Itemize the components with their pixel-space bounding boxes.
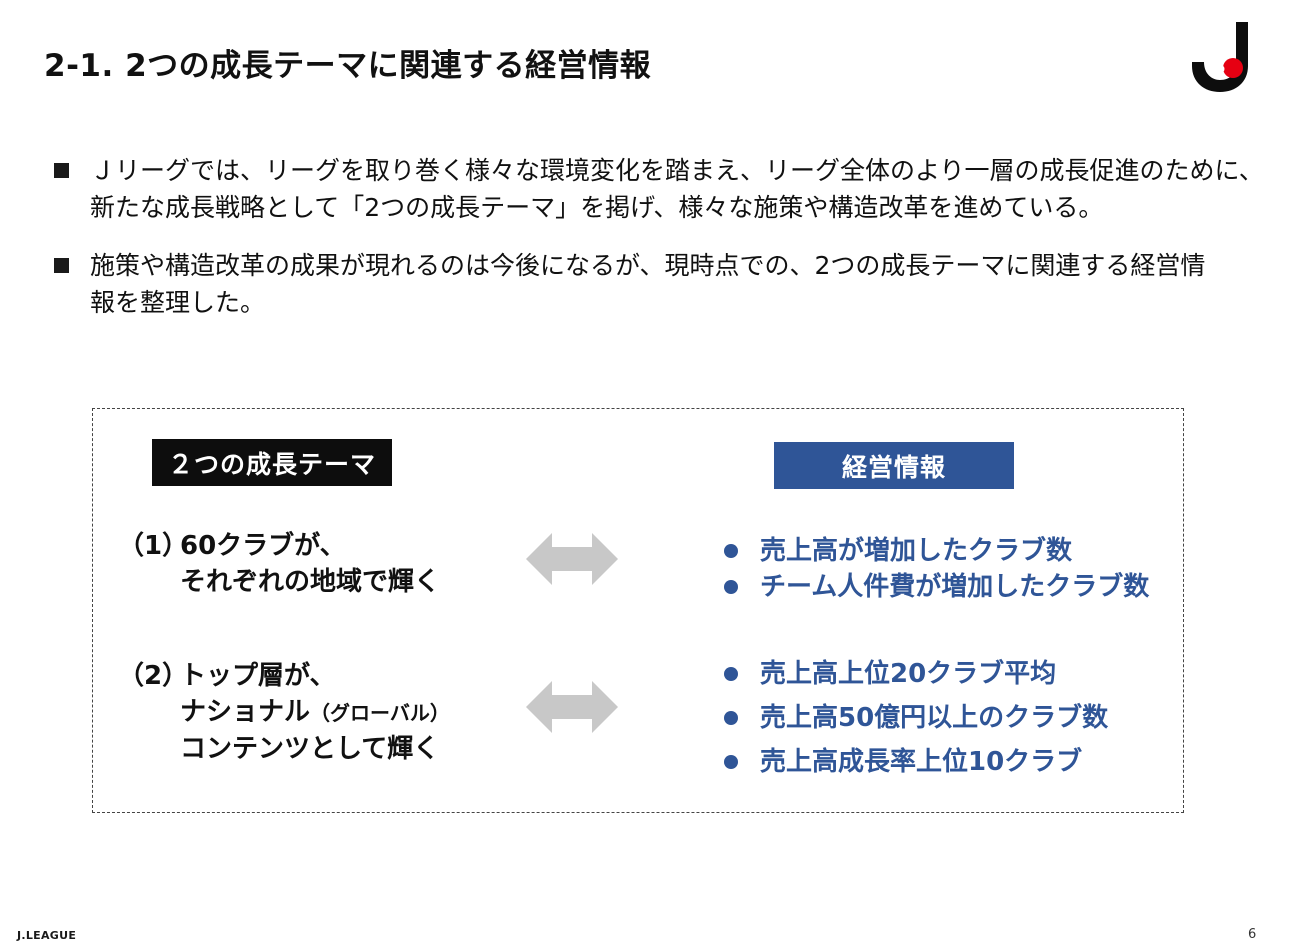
dot-bullet-icon — [724, 544, 738, 558]
intro-bullets: Ｊリーグでは、リーグを取り巻く様々な環境変化を踏まえ、リーグ全体のより一層の成長… — [54, 152, 1264, 342]
theme-text-small: （グローバル） — [310, 701, 450, 725]
footer-logo: J.LEAGUE — [17, 929, 77, 942]
info-text: 売上高上位20クラブ平均 — [760, 659, 1057, 689]
info-text: 売上高成長率上位10クラブ — [760, 747, 1083, 777]
theme-text: ナショナル — [180, 697, 311, 727]
double-arrow-icon — [526, 681, 618, 733]
theme-2: （2）トップ層が、 ナショナル（グローバル） コンテンツとして輝く — [118, 658, 450, 767]
slide-title: 2-1. 2つの成長テーマに関連する経営情報 — [44, 48, 652, 84]
theme-number: （2） — [118, 661, 189, 691]
info-item: 売上高成長率上位10クラブ — [722, 740, 1108, 784]
square-bullet-icon — [54, 163, 69, 178]
theme-text: コンテンツとして輝く — [180, 734, 440, 764]
dot-bullet-icon — [724, 580, 738, 594]
growth-themes-header: ２つの成長テーマ — [152, 439, 392, 486]
page-number: 6 — [1248, 927, 1257, 942]
jleague-emblem-icon — [1192, 22, 1248, 92]
info-text: 売上高50億円以上のクラブ数 — [760, 703, 1109, 733]
info-item: チーム人件費が増加したクラブ数 — [722, 569, 1149, 605]
management-info-header: 経営情報 — [774, 442, 1014, 489]
theme-number: （1） — [118, 531, 189, 561]
dot-bullet-icon — [724, 711, 738, 725]
square-bullet-icon — [54, 258, 69, 273]
diagram-frame — [92, 408, 1184, 813]
bullet-text: 報を整理した。 — [90, 288, 266, 317]
dot-bullet-icon — [724, 667, 738, 681]
theme-1: （1）60クラブが、 それぞれの地域で輝く — [118, 528, 440, 600]
theme-text: 60クラブが、 — [180, 531, 346, 561]
bullet-text: 施策や構造改革の成果が現れるのは今後になるが、現時点での、2つの成長テーマに関連… — [90, 251, 1206, 280]
bullet-item: Ｊリーグでは、リーグを取り巻く様々な環境変化を踏まえ、リーグ全体のより一層の成長… — [54, 152, 1264, 226]
bullet-text: 新たな成長戦略として「2つの成長テーマ」を掲げ、様々な施策や構造改革を進めている… — [90, 193, 1104, 222]
bullet-text: Ｊリーグでは、リーグを取り巻く様々な環境変化を踏まえ、リーグ全体のより一層の成長… — [90, 156, 1264, 185]
info-item: 売上高50億円以上のクラブ数 — [722, 696, 1108, 740]
info-item: 売上高が増加したクラブ数 — [722, 533, 1149, 569]
info-list-2: 売上高上位20クラブ平均 売上高50億円以上のクラブ数 売上高成長率上位10クラ… — [722, 652, 1108, 784]
info-item: 売上高上位20クラブ平均 — [722, 652, 1108, 696]
theme-text: それぞれの地域で輝く — [180, 567, 441, 597]
info-list-1: 売上高が増加したクラブ数 チーム人件費が増加したクラブ数 — [722, 533, 1149, 605]
info-text: チーム人件費が増加したクラブ数 — [760, 572, 1150, 602]
bullet-item: 施策や構造改革の成果が現れるのは今後になるが、現時点での、2つの成長テーマに関連… — [54, 247, 1254, 321]
double-arrow-icon — [526, 533, 618, 585]
info-text: 売上高が増加したクラブ数 — [760, 536, 1073, 566]
dot-bullet-icon — [724, 755, 738, 769]
theme-text: トップ層が、 — [180, 661, 336, 691]
